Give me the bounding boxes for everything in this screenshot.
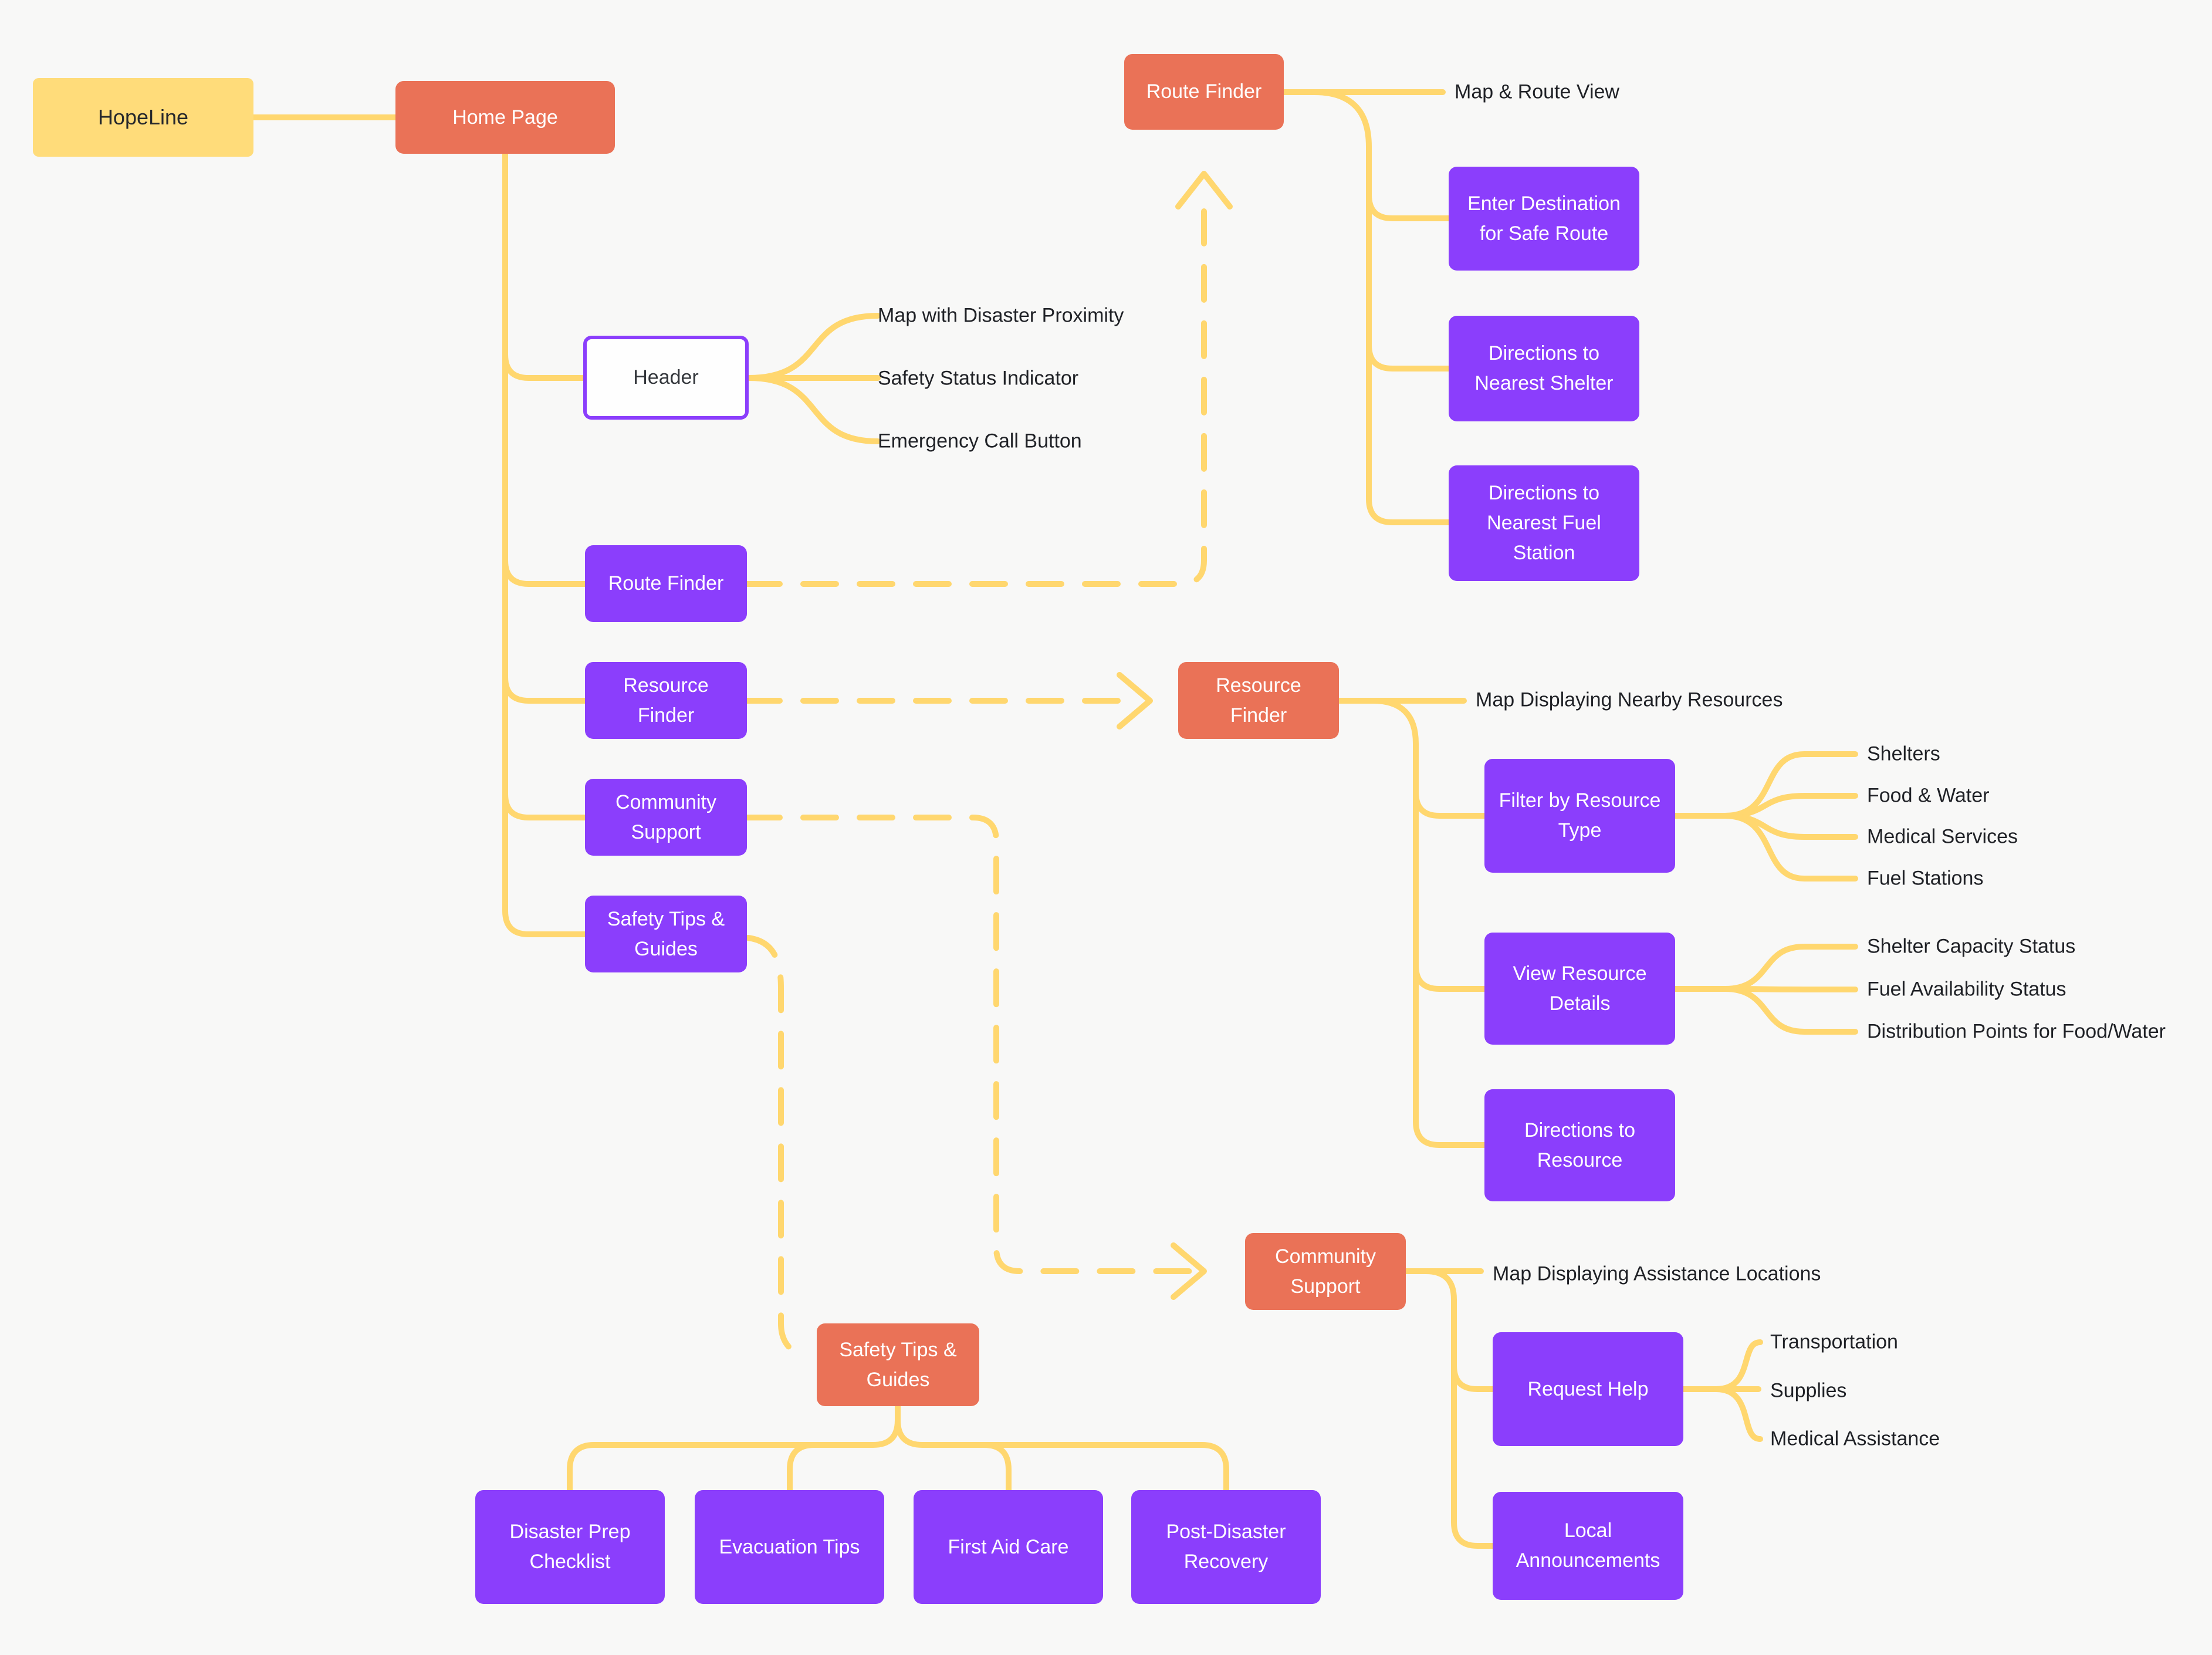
leaf-fuel-stations[interactable]: Fuel Stations: [1867, 867, 1984, 890]
node-post-disaster-recovery[interactable]: Post-Disaster Recovery: [1131, 1490, 1321, 1604]
leaf-safety-status-indicator[interactable]: Safety Status Indicator: [878, 367, 1079, 390]
arrow-up-to-route-finder: [1175, 171, 1233, 210]
node-nav-resource-finder[interactable]: Resource Finder: [585, 662, 747, 739]
leaf-medical-services[interactable]: Medical Services: [1867, 825, 2018, 848]
node-community-support-page[interactable]: Community Support: [1245, 1233, 1406, 1310]
leaf-supplies[interactable]: Supplies: [1770, 1379, 1847, 1402]
node-first-aid-care[interactable]: First Aid Care: [914, 1490, 1103, 1604]
node-resource-finder-page[interactable]: Resource Finder: [1178, 662, 1339, 739]
node-view-resource-details[interactable]: View Resource Details: [1484, 933, 1675, 1045]
node-enter-destination[interactable]: Enter Destination for Safe Route: [1449, 167, 1639, 271]
leaf-map-assistance-locations[interactable]: Map Displaying Assistance Locations: [1493, 1262, 1821, 1285]
leaf-distribution-points[interactable]: Distribution Points for Food/Water: [1867, 1020, 2166, 1043]
node-nav-route-finder[interactable]: Route Finder: [585, 545, 747, 622]
arrow-right-to-community-support: [1171, 1242, 1207, 1300]
node-header[interactable]: Header: [583, 336, 749, 420]
node-request-help[interactable]: Request Help: [1493, 1332, 1683, 1446]
leaf-shelter-capacity-status[interactable]: Shelter Capacity Status: [1867, 935, 2076, 958]
node-directions-nearest-shelter[interactable]: Directions to Nearest Shelter: [1449, 316, 1639, 421]
leaf-shelters[interactable]: Shelters: [1867, 742, 1940, 765]
leaf-emergency-call-button[interactable]: Emergency Call Button: [878, 430, 1082, 452]
node-safety-tips-page[interactable]: Safety Tips & Guides: [817, 1323, 979, 1406]
node-hopeline-root[interactable]: HopeLine: [33, 78, 253, 157]
node-home-page[interactable]: Home Page: [395, 81, 615, 154]
leaf-transportation[interactable]: Transportation: [1770, 1330, 1898, 1353]
node-local-announcements[interactable]: Local Announcements: [1493, 1492, 1683, 1600]
node-evacuation-tips[interactable]: Evacuation Tips: [695, 1490, 884, 1604]
leaf-fuel-availability-status[interactable]: Fuel Availability Status: [1867, 978, 2066, 1001]
node-route-finder-page[interactable]: Route Finder: [1124, 54, 1284, 130]
leaf-medical-assistance[interactable]: Medical Assistance: [1770, 1427, 1940, 1450]
leaf-food-water[interactable]: Food & Water: [1867, 784, 1990, 807]
node-directions-to-resource[interactable]: Directions to Resource: [1484, 1089, 1675, 1201]
node-filter-by-resource-type[interactable]: Filter by Resource Type: [1484, 759, 1675, 873]
leaf-map-nearby-resources[interactable]: Map Displaying Nearby Resources: [1476, 688, 1783, 711]
node-nav-community-support[interactable]: Community Support: [585, 779, 747, 856]
node-nav-safety-tips[interactable]: Safety Tips & Guides: [585, 896, 747, 972]
node-disaster-prep-checklist[interactable]: Disaster Prep Checklist: [475, 1490, 665, 1604]
arrow-right-to-resource-finder: [1117, 672, 1153, 729]
leaf-map-route-view[interactable]: Map & Route View: [1455, 80, 1619, 103]
leaf-map-with-disaster-proximity[interactable]: Map with Disaster Proximity: [878, 304, 1124, 327]
node-directions-nearest-fuel[interactable]: Directions to Nearest Fuel Station: [1449, 465, 1639, 581]
